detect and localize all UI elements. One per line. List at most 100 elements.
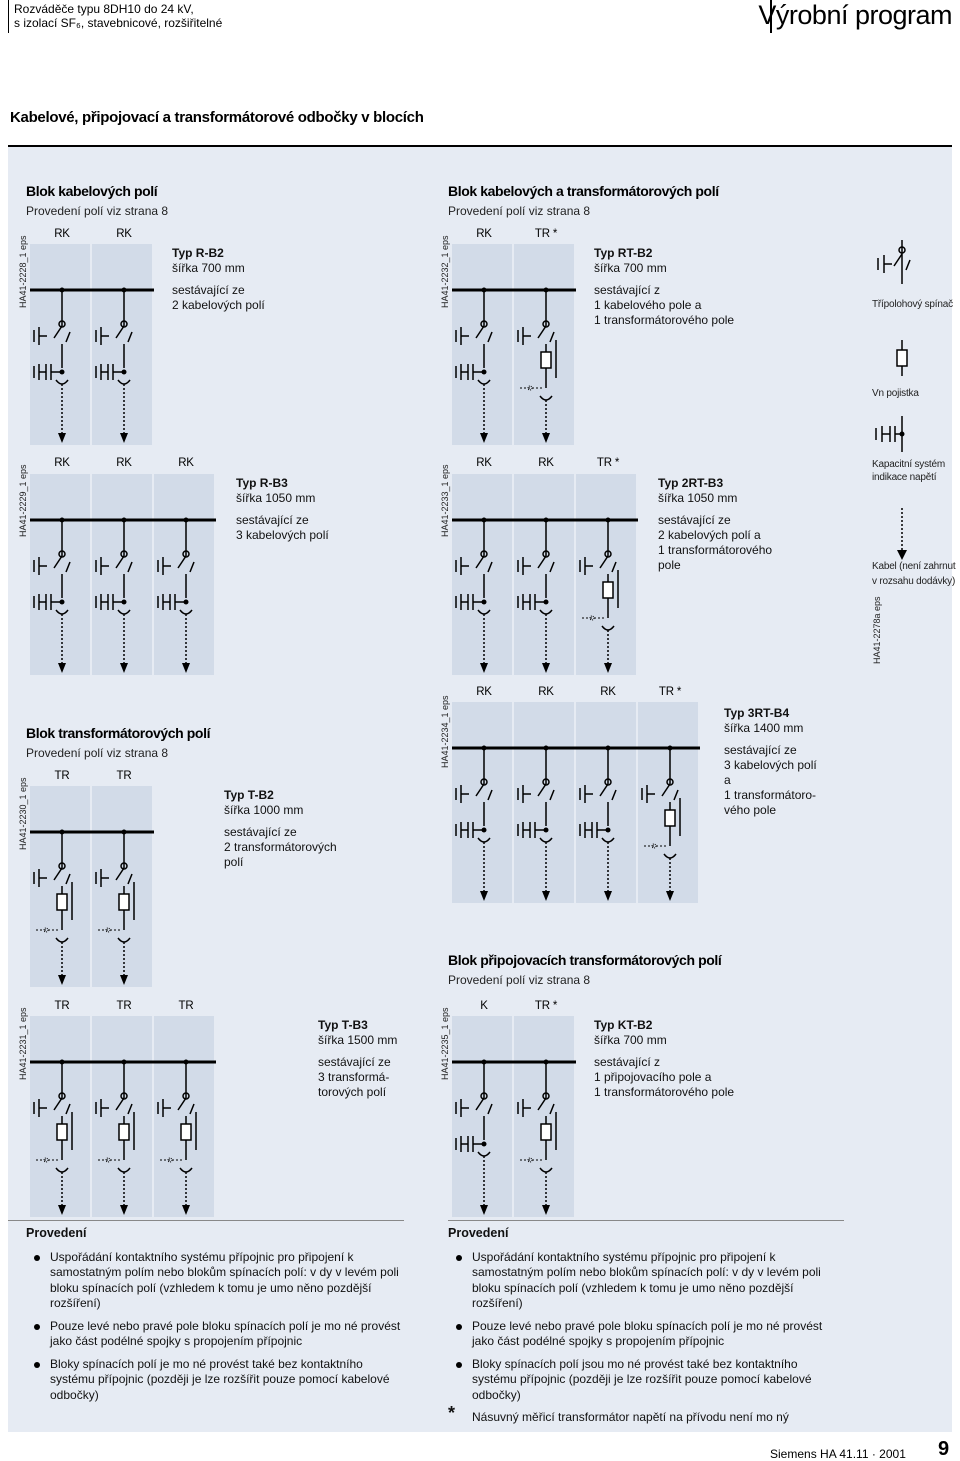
provedeni-right-rule	[448, 1220, 844, 1221]
field-rk	[452, 244, 512, 445]
drawing-id: HA41-2232_1 eps	[440, 235, 450, 308]
field-label: TR *	[596, 457, 620, 469]
single-line-diagram	[452, 474, 638, 675]
field-label: RK	[116, 228, 132, 240]
block-desc-line: 2 kabelových polí a	[658, 528, 761, 542]
section-heading-cable-transformer: Blok kabelových a transformátorových pol…	[448, 183, 719, 199]
block-width: šířka 1400 mm	[724, 721, 804, 735]
field-tr	[92, 786, 152, 987]
field-rk	[514, 702, 574, 903]
block-desc-line: sestávající ze	[224, 825, 297, 839]
field-rk	[30, 474, 90, 675]
field-rk	[452, 474, 512, 675]
block-width: šířka 1500 mm	[318, 1033, 398, 1047]
block-width: šířka 1050 mm	[658, 491, 738, 505]
header-line-2: s izolací SF₆, stavebnicové, rozšiřiteln…	[14, 16, 223, 30]
block-diagram	[30, 772, 158, 992]
field-label: RK	[54, 457, 70, 469]
drawing-id: HA41-2229_1 eps	[18, 464, 28, 537]
block-desc-line: 1 připojovacího pole a	[594, 1070, 712, 1084]
provedeni-right-list: Uspořádání kontaktního systému přípojnic…	[448, 1250, 826, 1404]
single-line-diagram	[452, 244, 576, 445]
block-type: Typ 2RT-B3	[658, 476, 724, 490]
field-label: RK	[476, 228, 492, 240]
field-tr	[514, 244, 574, 445]
drawing-id: HA41-2230_1 eps	[18, 777, 28, 850]
page-number: 9	[938, 1438, 950, 1460]
field-label: TR	[116, 1000, 132, 1012]
block-desc-line: 1 transformátorového pole	[594, 313, 735, 327]
legend-switch-label: Třípolohový spínač	[872, 299, 953, 310]
field-tr	[30, 1016, 90, 1217]
block-type: Typ RT-B2	[594, 246, 653, 260]
field-label: TR *	[534, 228, 558, 240]
legend-id: HA41-2278a eps	[872, 596, 882, 664]
section-heading-connection-transformer: Blok připojovacích transformátorových po…	[448, 952, 722, 968]
single-line-diagram	[452, 702, 700, 903]
drawing-id: HA41-2235_1 eps	[440, 1007, 450, 1080]
block-desc-line: sestávající ze	[658, 513, 731, 527]
field-rk	[154, 474, 214, 675]
legend-cap-label: Kapacitní systém indikace napětí	[872, 459, 945, 483]
field-label: TR	[54, 1000, 70, 1012]
field-label: RK	[476, 686, 492, 698]
provedeni-left-item: Pouze levé nebo pravé pole bloku spínací…	[26, 1319, 404, 1350]
block-type: Typ T-B3	[318, 1018, 368, 1032]
provedeni-right-title: Provedení	[448, 1226, 509, 1240]
header-divider	[770, 0, 772, 33]
block-type: Typ R-B3	[236, 476, 288, 490]
block-width: šířka 1050 mm	[236, 491, 316, 505]
block-desc-line: pole	[658, 558, 681, 572]
block-desc-line: torových polí	[318, 1085, 387, 1099]
field-tr	[576, 474, 636, 675]
block-desc-line: sestávající z	[594, 283, 661, 297]
block-desc-line: sestávající ze	[236, 513, 309, 527]
block-width: šířka 700 mm	[594, 1033, 667, 1047]
field-tr	[92, 1016, 152, 1217]
fuse-icon	[896, 340, 908, 376]
block-desc-line: a	[724, 773, 731, 787]
block-desc-line: sestávající ze	[172, 283, 245, 297]
cable-icon	[897, 508, 907, 560]
section-sub-transformer: Provedení polí viz strana 8	[26, 746, 169, 760]
provedeni-left-rule	[8, 1220, 404, 1221]
block-type: Typ T-B2	[224, 788, 274, 802]
legend-cap	[872, 416, 922, 457]
field-label: RK	[538, 686, 554, 698]
field-tr	[154, 1016, 214, 1217]
legend-fuse	[890, 340, 914, 381]
block-desc-line: 1 kabelového pole a	[594, 298, 702, 312]
field-tr	[30, 786, 90, 987]
single-line-diagram	[30, 474, 216, 675]
field-label: TR *	[658, 686, 682, 698]
provedeni-left: Provedení Uspořádání kontaktního systému…	[26, 1226, 404, 1410]
block-type: Typ 3RT-B4	[724, 706, 790, 720]
block-diagram	[30, 460, 220, 680]
provedeni-note-text: Násuvný měřicí transformátor napětí na p…	[472, 1410, 789, 1424]
field-rk	[92, 244, 152, 445]
single-line-diagram	[452, 1016, 576, 1217]
block-desc-line: sestávající z	[594, 1055, 661, 1069]
field-label: K	[480, 1000, 488, 1012]
block-width: šířka 1000 mm	[224, 803, 304, 817]
asterisk-icon: *	[448, 1403, 456, 1423]
section-sub-cable: Provedení polí viz strana 8	[26, 204, 169, 218]
header-line-1: Rozváděče typu 8DH10 do 24 kV,	[14, 2, 194, 16]
single-line-diagram	[30, 1016, 216, 1217]
provedeni-left-item: Uspořádání kontaktního systému přípojnic…	[26, 1250, 404, 1312]
field-label: TR	[178, 1000, 194, 1012]
field-rk	[514, 474, 574, 675]
page-title: Kabelové, připojovací a transformátorové…	[10, 109, 424, 126]
field-label: RK	[116, 457, 132, 469]
block-diagram	[30, 1002, 220, 1222]
block-desc-line: 1 transformátoro-	[724, 788, 817, 802]
field-label: RK	[178, 457, 194, 469]
field-label: TR	[116, 770, 132, 782]
section-heading-cable: Blok kabelových polí	[26, 183, 158, 199]
block-desc-line: sestávající ze	[724, 743, 797, 757]
